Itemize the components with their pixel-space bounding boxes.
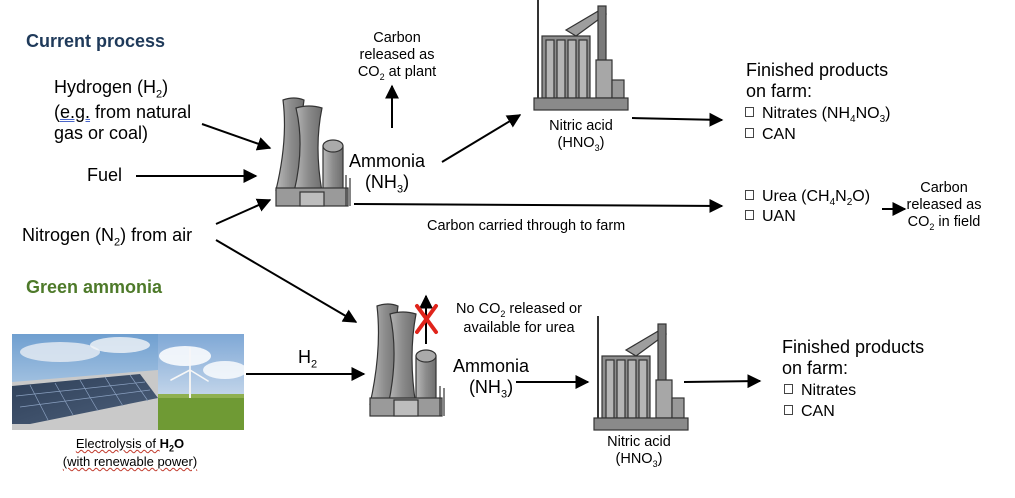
carbon-released-field-label: Carbon released as CO2 in field	[906, 180, 982, 233]
green-arrows	[246, 294, 762, 389]
product-can: CAN	[745, 126, 796, 145]
green-nitric-acid-label: Nitric acid (HNO3)	[607, 434, 671, 469]
finished-products-label: Finished products on farm:	[746, 60, 889, 102]
green-ammonia-label: Ammonia (NH3)	[452, 356, 530, 401]
carbon-released-plant-label: Carbon released as CO2 at plant	[357, 30, 437, 83]
green-nitric-acid-plant-icon	[593, 316, 689, 431]
bullet-icon	[784, 384, 793, 394]
current-arrows	[136, 84, 907, 323]
no-co2-label: No CO2 released or available for urea	[456, 301, 582, 336]
carbon-carried-label: Carbon carried through to farm	[427, 218, 626, 234]
wind-turbine-photo	[158, 334, 247, 430]
product-urea: Urea (CH4N2O)	[745, 188, 870, 209]
hydrogen-label: Hydrogen (H2) (e.g. from natural gas or …	[54, 77, 192, 143]
arrow-hydrogen-to-plant	[201, 123, 272, 151]
bullet-icon	[745, 107, 754, 117]
green-finished-products-label: Finished products on farm:	[782, 337, 925, 379]
green-product-nitrates: Nitrates	[784, 382, 856, 401]
nitrogen-label: Nitrogen (N2) from air	[22, 225, 193, 249]
cross-icon	[415, 304, 438, 334]
arrow-nitrogen-to-green-plant	[215, 239, 358, 323]
arrow-nitric-to-products	[631, 112, 724, 127]
solar-panels-photo	[12, 334, 158, 430]
arrow-nitrogen-to-plant	[215, 198, 272, 225]
bullet-icon	[745, 210, 754, 220]
nitric-acid-plant-icon	[533, 0, 629, 111]
h2-label: H2	[298, 347, 318, 371]
electrolysis-label: Electrolysis of H2O (with renewable powe…	[62, 436, 198, 470]
bullet-icon	[745, 128, 754, 138]
current-process-title: Current process	[26, 31, 166, 51]
fuel-label: Fuel	[87, 165, 123, 185]
ammonia-label: Ammonia (NH3)	[348, 151, 426, 196]
green-ammonia-plant-icon	[369, 303, 445, 417]
ammonia-plant-icon	[275, 97, 351, 207]
product-nitrates: Nitrates (NH4NO3)	[745, 105, 890, 126]
arrow-green-nitric-to-products	[683, 374, 762, 389]
bullet-icon	[784, 405, 793, 415]
arrow-ammonia-to-nitric	[441, 114, 522, 163]
green-product-can: CAN	[784, 403, 835, 422]
green-ammonia-title: Green ammonia	[26, 277, 163, 297]
product-uan: UAN	[745, 208, 796, 227]
nitric-acid-label: Nitric acid (HNO3)	[549, 118, 613, 153]
arrow-carbon-carried	[353, 198, 724, 213]
bullet-icon	[745, 190, 754, 200]
